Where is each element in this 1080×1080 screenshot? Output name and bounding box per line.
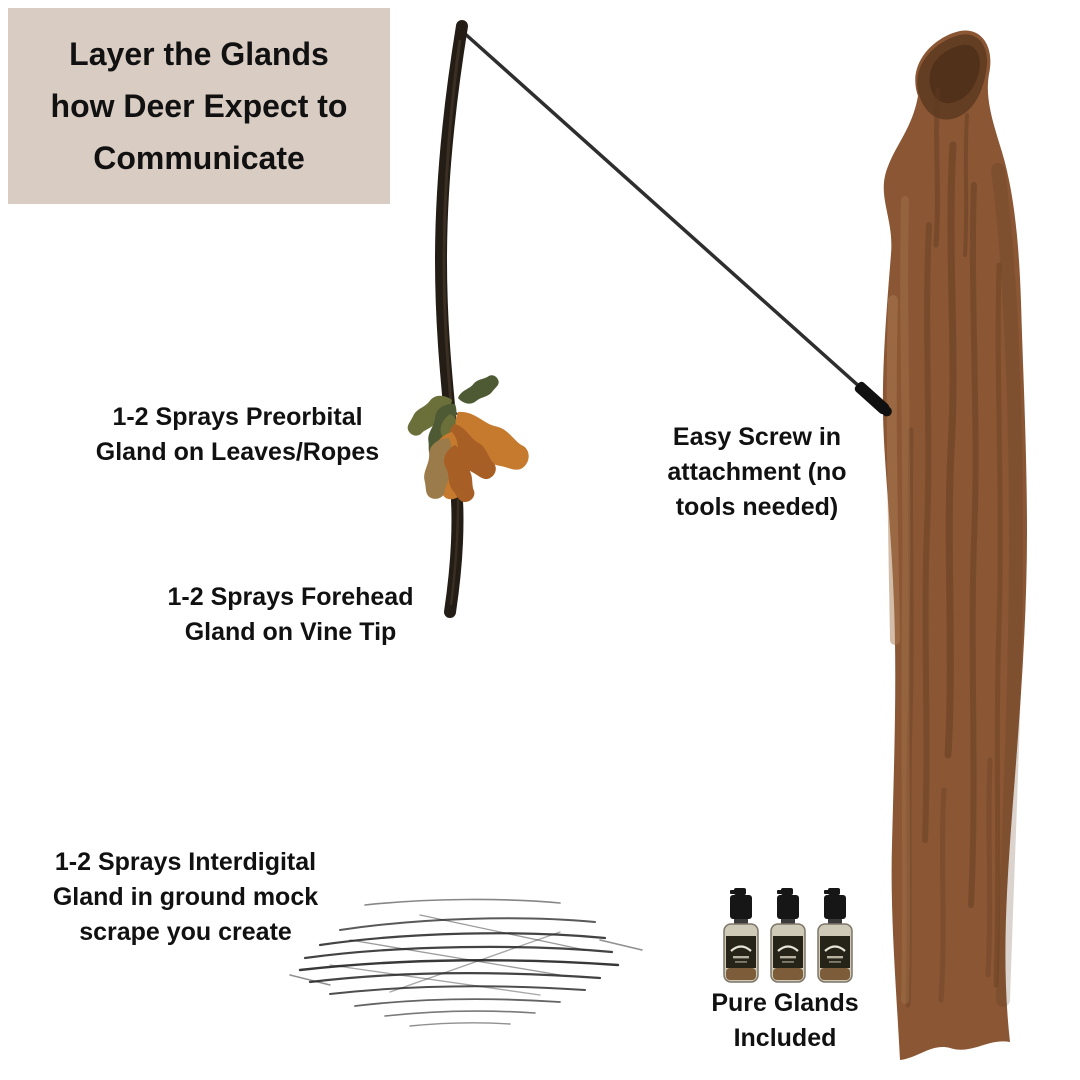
mock-scrape-scribble — [289, 898, 643, 1027]
preorbital-gland-label: 1-2 Sprays Preorbital Gland on Leaves/Ro… — [80, 400, 395, 470]
bark-highlights — [886, 196, 911, 1004]
label-line: Gland on Vine Tip — [184, 618, 397, 646]
screw-attachment-label: Easy Screw in attachment (no tools neede… — [632, 420, 882, 525]
label-line: 1-2 Sprays Forehead — [167, 583, 414, 611]
page-title-line: Communicate — [93, 140, 305, 176]
label-line: tools needed) — [675, 493, 839, 521]
label-line: 1-2 Sprays Interdigital — [54, 848, 317, 876]
leaf-icon — [454, 373, 503, 407]
title-box: Layer the Glands how Deer Expect to Comm… — [8, 8, 390, 204]
bark-streaks — [905, 87, 1024, 1008]
forehead-gland-label: 1-2 Sprays Forehead Gland on Vine Tip — [148, 580, 433, 650]
label-line: attachment (no — [667, 458, 847, 486]
label-line: Pure Glands — [711, 989, 859, 1017]
label-line: Easy Screw in — [672, 423, 842, 451]
label-line: Gland on Leaves/Ropes — [95, 438, 380, 466]
vine-illustration — [400, 20, 535, 618]
leaves-cluster — [400, 373, 535, 504]
label-line: Gland in ground mock — [52, 883, 319, 911]
page-title-line: Layer the Glands — [69, 36, 329, 72]
tree-trunk-illustration — [882, 30, 1027, 1061]
page-title-line: how Deer Expect to — [50, 88, 348, 124]
spray-bottle — [722, 886, 760, 984]
spray-bottle — [816, 886, 854, 984]
hang-wire — [461, 30, 882, 407]
label-line: 1-2 Sprays Preorbital — [112, 403, 363, 431]
spray-bottle — [769, 886, 807, 984]
label-line: scrape you create — [79, 918, 292, 946]
spray-bottles-illustration — [722, 886, 854, 984]
pure-glands-label: Pure Glands Included — [672, 986, 898, 1056]
label-line: Included — [733, 1024, 837, 1052]
interdigital-gland-label: 1-2 Sprays Interdigital Gland in ground … — [28, 845, 343, 950]
screw-attachment — [854, 381, 892, 417]
